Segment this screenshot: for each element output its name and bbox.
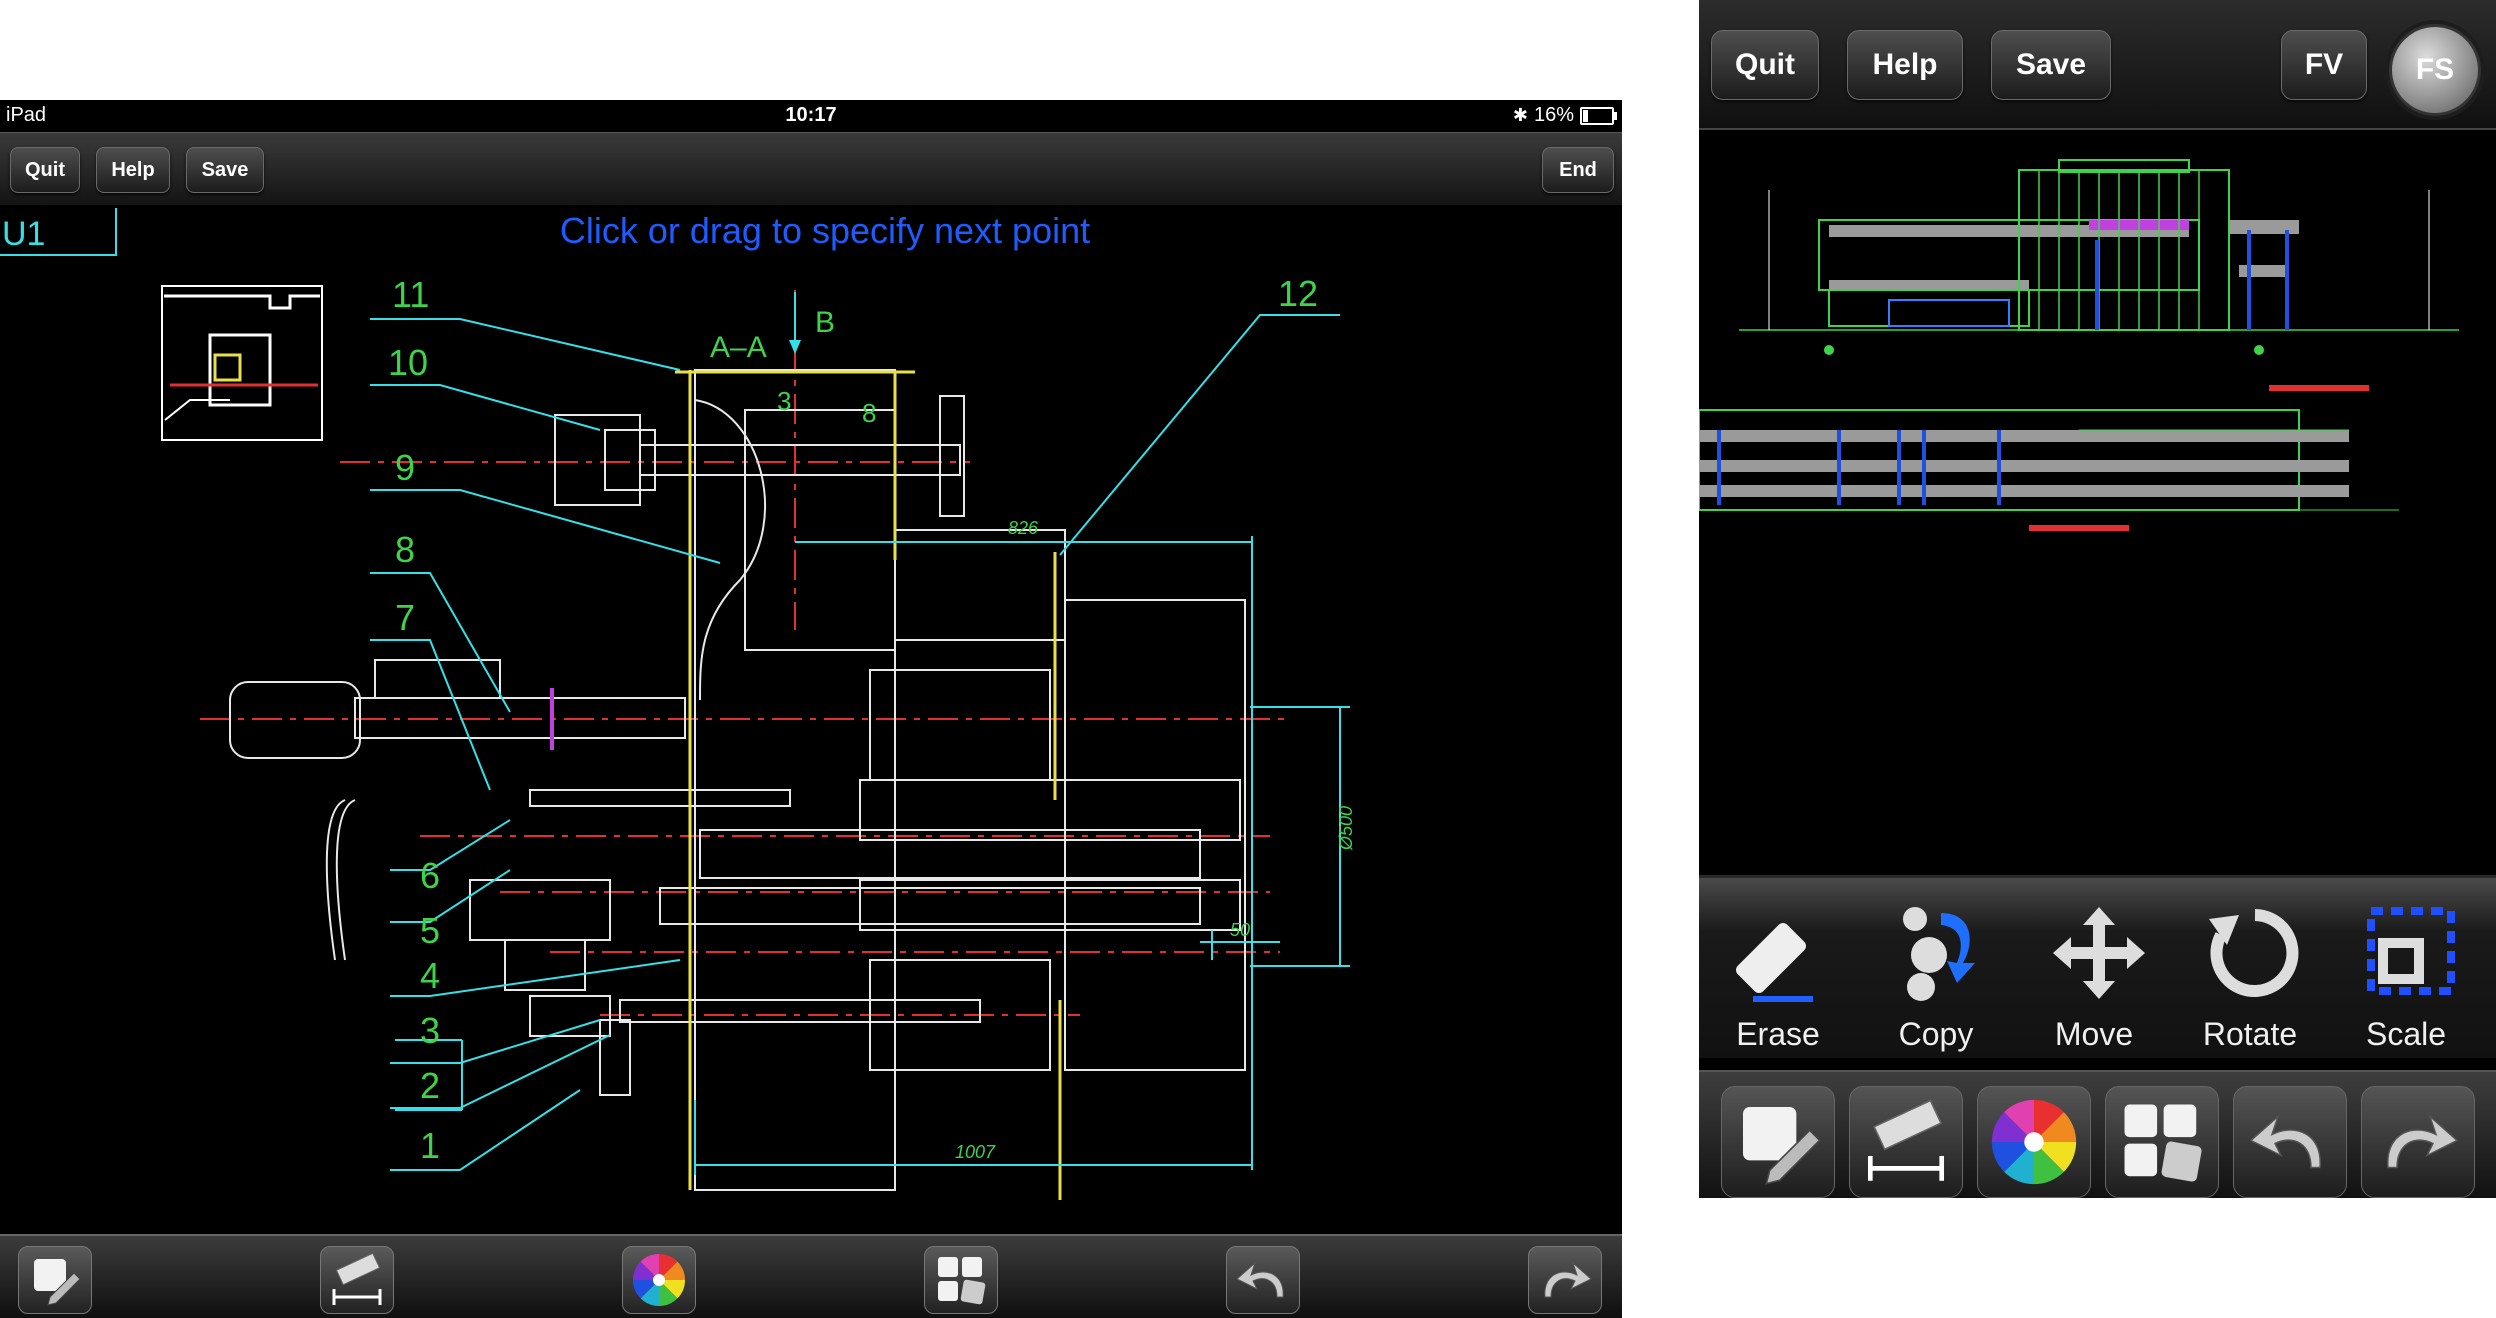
save-button[interactable]: Save	[186, 147, 264, 193]
layers-grid-icon	[2124, 1104, 2202, 1182]
rotate-icon	[2209, 909, 2299, 997]
help-button[interactable]: Help	[96, 147, 170, 193]
inner-label: 3	[777, 386, 791, 416]
overview-minimap[interactable]	[161, 285, 323, 441]
redo-button[interactable]	[2361, 1086, 2475, 1198]
redo-icon	[2387, 1114, 2459, 1169]
top-toolbar: Quit Help Save End	[0, 132, 1622, 205]
top-toolbar-right: Quit Help Save FV FS	[1699, 0, 2496, 130]
layer-label: U1	[2, 215, 45, 253]
full-view-button[interactable]: FV	[2281, 30, 2367, 100]
undo-button[interactable]	[2233, 1086, 2347, 1198]
erase-label: Erase	[1736, 1016, 1820, 1052]
color-button[interactable]	[1977, 1086, 2091, 1198]
undo-icon	[1236, 1261, 1284, 1298]
measure-button[interactable]	[1849, 1086, 1963, 1198]
copy-tool[interactable]: Copy	[1861, 903, 2011, 1053]
part-label: 12	[1278, 273, 1318, 314]
part-label: 10	[388, 342, 428, 383]
part-label: 9	[395, 447, 415, 488]
bottom-toolbar-right	[1699, 1070, 2496, 1198]
part-label: 4	[420, 955, 440, 996]
ruler-icon	[1867, 1099, 1945, 1181]
bottom-toolbar	[0, 1234, 1622, 1318]
part-label: 5	[420, 910, 440, 951]
help-button[interactable]: Help	[1847, 30, 1963, 100]
layers-button[interactable]	[924, 1246, 998, 1314]
part-label: 3	[420, 1010, 440, 1051]
layers-grid-icon	[938, 1257, 986, 1305]
view-label: B	[815, 306, 835, 339]
edit-pencil-button[interactable]	[18, 1246, 92, 1314]
scale-label: Scale	[2365, 1016, 2447, 1052]
part-label: 6	[420, 855, 440, 896]
machine-housing	[229, 369, 1246, 1191]
leader-lines	[370, 314, 1340, 1171]
move-icon	[2053, 907, 2145, 999]
dimension-text: Ø500	[1336, 806, 1356, 851]
edit-pencil-icon	[1743, 1107, 1821, 1185]
elevation-drawing-lower	[1699, 409, 2399, 531]
measure-button[interactable]	[320, 1246, 394, 1314]
save-button[interactable]: Save	[1991, 30, 2111, 100]
quit-button[interactable]: Quit	[10, 147, 80, 193]
scale-tool[interactable]: Scale	[2331, 903, 2481, 1053]
status-bar: iPad 10:17 ✱ 16%	[0, 100, 1622, 132]
device-name: iPad	[6, 104, 47, 126]
elevation-drawing-upper	[1739, 159, 2459, 391]
battery-icon	[1580, 106, 1617, 125]
color-button[interactable]	[622, 1246, 696, 1314]
part-label: 11	[392, 274, 429, 315]
dimension-text: 826	[1008, 518, 1039, 538]
battery-percent: 16%	[1533, 104, 1574, 126]
copy-icon	[1903, 907, 1975, 1001]
section-label: A–A	[710, 331, 767, 364]
layers-button[interactable]	[2105, 1086, 2219, 1198]
cad-drawing-canvas[interactable]: U1	[0, 100, 1622, 1234]
dimension-values: 826 1007 Ø500 50	[955, 518, 1356, 1162]
inner-label: 8	[862, 398, 876, 428]
cad-drawing-canvas[interactable]	[1699, 130, 2496, 875]
redo-icon	[1544, 1261, 1592, 1298]
rotate-tool[interactable]: Rotate	[2175, 903, 2325, 1053]
move-tool[interactable]: Move	[2019, 903, 2169, 1053]
layer-label-box: U1	[0, 208, 117, 256]
erase-tool[interactable]: Erase	[1703, 903, 1853, 1053]
command-prompt: Click or drag to specify next point	[559, 210, 1091, 251]
edit-tools-bar: Erase Copy Move Rotate Scale	[1699, 875, 2496, 1058]
undo-icon	[2249, 1114, 2321, 1169]
undo-button[interactable]	[1226, 1246, 1300, 1314]
edit-pencil-icon	[34, 1259, 81, 1306]
dimension-text: 50	[1230, 920, 1250, 940]
move-label: Move	[2054, 1016, 2134, 1052]
ipad-screen-left: iPad 10:17 ✱ 16% Quit Help Save End Clic…	[0, 100, 1622, 1318]
part-label: 8	[395, 529, 415, 570]
eraser-icon	[1736, 923, 1813, 1002]
rotate-label: Rotate	[2202, 1016, 2298, 1052]
view-arrow-head	[789, 340, 801, 354]
edit-pencil-button[interactable]	[1721, 1086, 1835, 1198]
redo-button[interactable]	[1528, 1246, 1602, 1314]
dimension-text: 1007	[955, 1142, 996, 1162]
full-screen-button[interactable]: FS	[2389, 24, 2481, 116]
battery-status: ✱ 16%	[1512, 104, 1617, 127]
scale-icon	[2367, 907, 2455, 995]
quit-button[interactable]: Quit	[1711, 30, 1819, 100]
bluetooth-icon: ✱	[1512, 105, 1528, 125]
part-label: 7	[395, 597, 415, 638]
dimension-lines	[694, 536, 1350, 1175]
status-time: 10:17	[785, 104, 837, 126]
copy-label: Copy	[1898, 1016, 1974, 1052]
color-wheel-icon	[633, 1254, 685, 1306]
part-label: 1	[420, 1125, 440, 1166]
iphone-screen-right: Quit Help Save FV FS	[1699, 0, 2496, 1198]
color-wheel-icon	[1991, 1099, 2077, 1185]
part-label: 2	[420, 1065, 440, 1106]
ruler-icon	[332, 1253, 382, 1305]
part-number-labels: 11 10 9 8 7 6 5 4 3 2 1 12 A–A B 3 8	[388, 273, 1318, 1166]
hatched-walls	[675, 370, 1062, 1200]
end-button[interactable]: End	[1542, 147, 1614, 193]
